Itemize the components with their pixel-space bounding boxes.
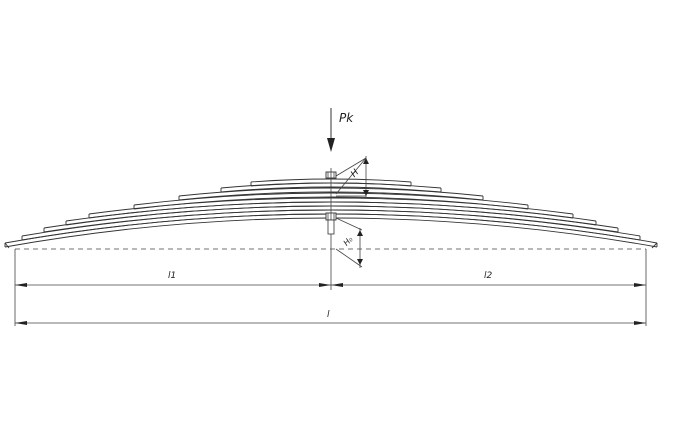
main-leaf-right-tip — [651, 242, 658, 249]
total-length-dimension — [15, 321, 646, 325]
bottom-nut — [325, 212, 337, 235]
load-arrow — [327, 108, 335, 152]
upper-height-label: H — [349, 168, 361, 180]
total-length-label: l — [327, 310, 330, 320]
lower-height-label: H₀ — [342, 234, 355, 247]
left-length-label: l1 — [168, 271, 176, 281]
left-length-dimension — [15, 283, 331, 287]
main-leaf-left-tip — [4, 242, 10, 249]
lower-height-dimension — [335, 217, 363, 268]
right-length-dimension — [331, 283, 646, 287]
upper-height-dimension — [335, 156, 369, 198]
right-length-label: l2 — [484, 271, 493, 281]
load-label: Pk — [339, 111, 354, 125]
